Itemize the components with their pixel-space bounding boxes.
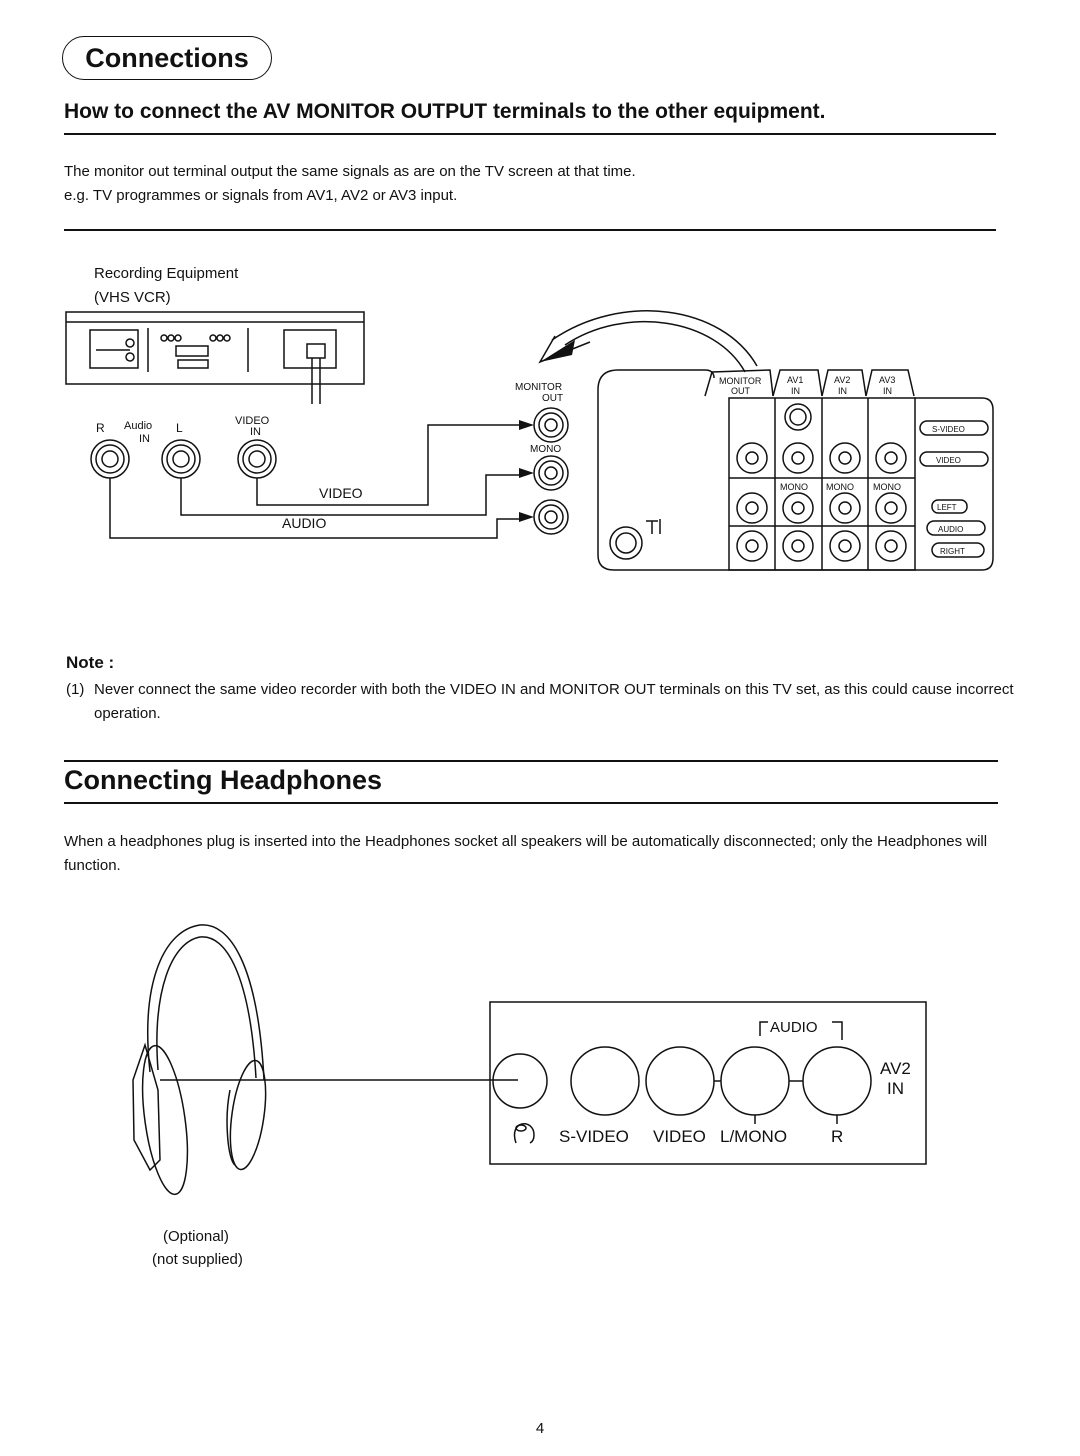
video-socket [645,1046,715,1116]
headphones-caption-line2: (not supplied) [152,1251,243,1268]
intro-line-2: e.g. TV programmes or signals from AV1, … [64,187,458,204]
av2-l-mono-label: L/MONO [720,1127,787,1146]
audio-r-cable [109,478,520,539]
tv-mono-label-av2: MONO [826,482,854,492]
section-title-connections: Connections [62,36,272,80]
vcr-video-in-label-line1: VIDEO [235,415,270,427]
cable-video-label: VIDEO [319,485,363,501]
av2-video-label: VIDEO [653,1127,706,1146]
vcr-audio-in-label: IN [139,433,150,445]
note-item-number: (1) [66,681,85,698]
curved-arrow-icon [564,320,746,373]
monitor-out-label-line2: OUT [542,393,563,404]
vcr-audio-r-label: R [96,421,105,435]
intro-rule [64,229,996,231]
cable-audio-label: AUDIO [282,515,326,531]
tv-tab-av1-line1: AV1 [787,375,803,385]
tv-tab-av1-line2: IN [791,386,800,396]
section-title-text: Connections [85,43,249,73]
tv-tab-av2-line1: AV2 [834,375,850,385]
equipment-label-line1: Recording Equipment [94,265,239,282]
headphones-rule-top [64,760,998,762]
audio-l-mono-socket [720,1046,790,1116]
headphones-title: Connecting Headphones [64,765,383,795]
av2-in-label: IN [887,1079,904,1098]
headphones-diagram: AUDIO AV2 IN S-VIDEO VIDEO L/MONO R [132,924,927,1196]
tv-tab-av2-line2: IN [838,386,847,396]
tv-tab-monitor-line1: MONITOR [719,376,762,386]
note-item-1: (1) Never connect the same video recorde… [66,678,1016,726]
headphone-symbol-icon [513,1123,535,1144]
video-cable [256,424,520,506]
vcr-audio-word-label: Audio [124,420,152,432]
headphones-socket [492,1053,548,1109]
page-number: 4 [535,1420,545,1437]
av2-label: AV2 [880,1059,911,1078]
tv-rear-panel [597,369,994,571]
monitor-out-connection-diagram: R Audio IN L VIDEO IN VIDEO AUDIO MONITO… [65,310,994,571]
note-title: Note : [66,653,115,672]
tv-label-right: RIGHT [940,547,965,556]
tv-label-s-video: S-VIDEO [932,425,965,434]
subtitle-rule [64,133,996,135]
headphones-icon [132,924,267,1196]
audio-bracket [759,1021,768,1036]
av2-panel [489,1001,927,1165]
tv-mono-label-av1: MONO [780,482,808,492]
note-item-text: Never connect the same video recorder wi… [94,681,1014,722]
tv-tab-av3-line2: IN [883,386,892,396]
tv-label-audio: AUDIO [938,525,963,534]
s-video-socket [570,1046,640,1116]
audio-r-socket [802,1046,872,1116]
av2-r-label: R [831,1127,843,1146]
tv-label-left: LEFT [937,503,957,512]
vcr-audio-l-label: L [176,421,183,435]
av2-audio-label: AUDIO [770,1019,818,1036]
arrowheads [519,340,575,522]
monitor-out-mono-jack [533,455,569,491]
monitor-out-label-line1: MONITOR [515,382,562,393]
tv-label-video: VIDEO [936,456,961,465]
subtitle-monitor-output: How to connect the AV MONITOR OUTPUT ter… [64,100,826,123]
vcr-audio-l-jack [161,439,201,479]
av2-s-video-label: S-VIDEO [559,1127,629,1146]
vcr-body [65,311,365,404]
intro-line-1: The monitor out terminal output the same… [64,163,636,180]
tv-mono-label-av3: MONO [873,482,901,492]
vcr-video-in-jack [237,439,277,479]
monitor-out-audio-r-jack [533,499,569,535]
monitor-out-mono-label: MONO [530,444,561,455]
headphones-intro: When a headphones plug is inserted into … [64,833,988,874]
vcr-video-in-label-line2: IN [250,426,261,438]
tv-tab-av3-line1: AV3 [879,375,895,385]
vcr-audio-r-jack [90,439,130,479]
tv-tab-monitor-line2: OUT [731,386,751,396]
headphones-rule-bottom [64,802,998,804]
equipment-label-line2: (VHS VCR) [94,289,171,306]
headphones-caption-line1: (Optional) [163,1228,229,1245]
audio-l-cable [180,474,520,516]
monitor-out-video-jack [533,407,569,443]
